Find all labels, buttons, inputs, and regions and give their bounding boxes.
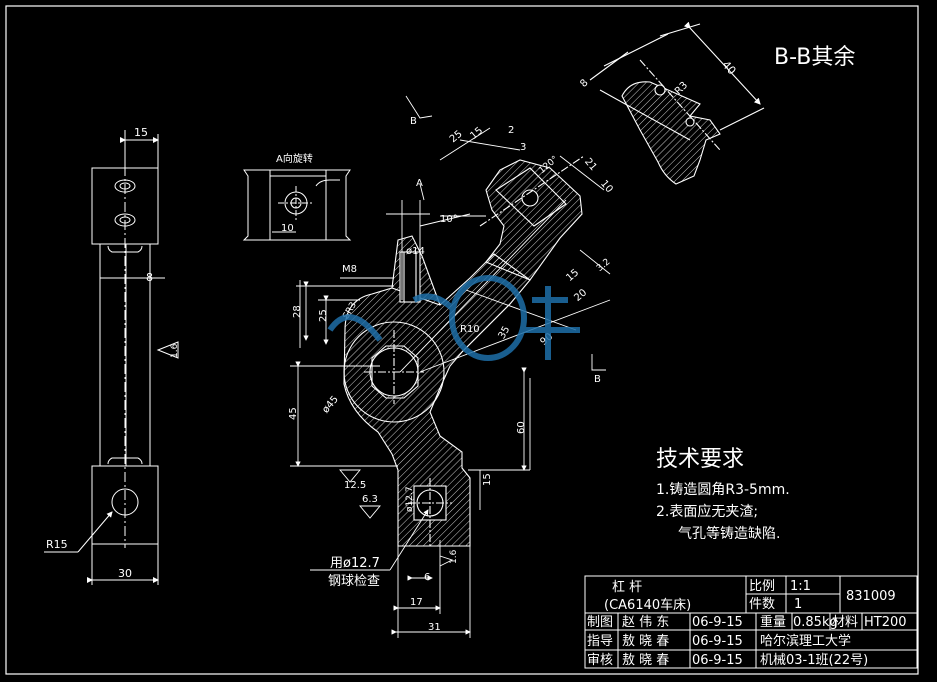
- dim-10-b: 10: [598, 178, 615, 195]
- dim-17: 17: [410, 597, 423, 608]
- dim-21: 21: [582, 156, 599, 173]
- dim-dia12-7: ø12.7: [405, 486, 415, 512]
- tb-school: 哈尔滨理工大学: [760, 633, 851, 649]
- dim-25-b: 25: [318, 309, 329, 322]
- tb-part-name: 杠 杆: [612, 579, 642, 595]
- tb-scale-label: 比例: [749, 579, 775, 594]
- dim-3: 3: [520, 142, 526, 153]
- view-b-b-title: B-B其余: [774, 45, 855, 70]
- dim-20: 20: [572, 287, 589, 304]
- callout-line2: 钢球检查: [328, 574, 380, 589]
- dim-dia14: ø14: [406, 246, 425, 257]
- dim-45: 45: [288, 407, 299, 420]
- drawing-border: [5, 5, 919, 675]
- tb-row3-name: 敖 晓 春: [622, 652, 669, 668]
- main-view: [343, 155, 585, 548]
- tech-title: 技术要求: [656, 447, 744, 472]
- dim-m8: M8: [342, 264, 357, 275]
- section-b-top: B: [410, 116, 417, 127]
- dim-15-d: 15: [482, 473, 493, 486]
- roughness-12-5: 12.5: [344, 480, 366, 491]
- tb-drawing-number: 831009: [846, 589, 896, 604]
- tb-weight-value: 0.85kg: [793, 615, 838, 630]
- tb-scale-value: 1:1: [790, 579, 811, 594]
- view-a: [242, 169, 352, 241]
- dim-40: 40: [719, 58, 738, 77]
- tb-weight-label: 重量: [760, 614, 786, 630]
- dim-35: 35: [497, 324, 513, 341]
- tb-row1-role: 制图: [587, 615, 613, 630]
- dim-10deg: 10°: [440, 214, 458, 225]
- tech-line1: 1.铸造圆角R3-5mm.: [656, 482, 790, 498]
- dim-15-b: 15: [468, 125, 485, 142]
- side-view: [44, 130, 179, 585]
- dim-28: 28: [292, 305, 303, 318]
- title-block: [584, 575, 918, 669]
- dim-31: 31: [428, 622, 441, 633]
- tb-class: 机械03-1班(22号): [760, 653, 868, 668]
- dim-r15: R15: [46, 538, 68, 551]
- section-b-bottom: B: [594, 374, 601, 385]
- dim-30: 30: [118, 567, 132, 580]
- dim-dia45: ø45: [320, 394, 341, 416]
- tb-qty-label: 件数: [749, 597, 775, 612]
- tb-row1-name: 赵 伟 东: [622, 615, 669, 630]
- dim-10-a: 10: [281, 223, 294, 234]
- callout-line1: 用ø12.7: [330, 556, 380, 571]
- dim-15-top: 15: [134, 126, 148, 139]
- roughness-small: 1.6: [449, 549, 459, 564]
- dim-r10: R10: [460, 324, 480, 335]
- dim-2: 2: [508, 125, 514, 136]
- dim-25: 25: [448, 129, 465, 146]
- tb-material-label: 材料: [832, 615, 858, 630]
- detail-b-b: [589, 21, 765, 185]
- watermark-logo: [327, 275, 580, 361]
- dim-60: 60: [516, 421, 527, 434]
- tb-material-value: HT200: [864, 615, 907, 630]
- roughness-side: 1.6: [170, 343, 180, 358]
- section-a-mark: A: [416, 178, 423, 189]
- dim-8: 8: [146, 271, 153, 284]
- dim-15-c: 15: [564, 267, 581, 284]
- tb-row3-date: 06-9-15: [692, 653, 743, 668]
- tb-part-sub: (CA6140车床): [604, 597, 691, 613]
- dim-6: 6: [424, 572, 430, 583]
- roughness-6-3: 6.3: [362, 494, 378, 505]
- tb-row2-date: 06-9-15: [692, 634, 743, 649]
- dim-8-b: 8: [578, 77, 590, 89]
- tb-row2-role: 指导: [587, 634, 613, 649]
- tech-line3: 气孔等铸造缺陷.: [678, 525, 780, 542]
- tb-qty-value: 1: [794, 597, 802, 612]
- dim-3-2: 3.2: [595, 257, 612, 274]
- tb-row1-date: 06-9-15: [692, 615, 743, 630]
- view-a-label: A向旋转: [276, 152, 313, 165]
- tb-row2-name: 敖 晓 春: [622, 633, 669, 649]
- tb-row3-role: 审核: [587, 653, 613, 668]
- tech-line2: 2.表面应无夹渣;: [656, 503, 758, 520]
